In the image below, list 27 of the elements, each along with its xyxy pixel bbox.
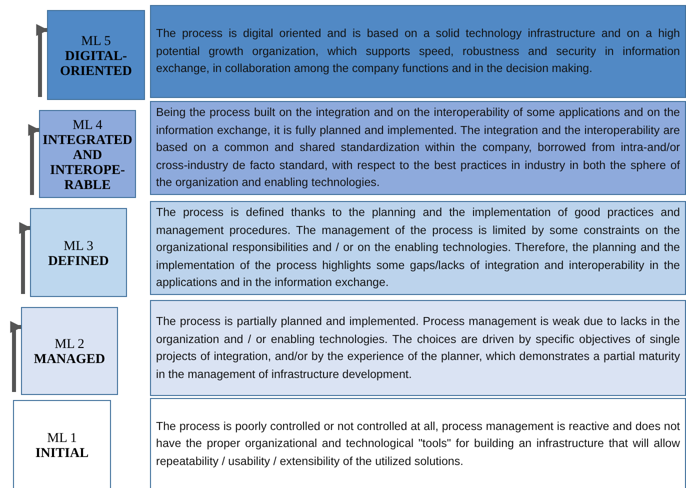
bent-arrow (10, 321, 22, 392)
level-number: ML 2 (54, 336, 84, 351)
description-text: The process is defined thanks to the planning and the implementation of good practices and management procedures. The management of the process is limited by some constraints on the organizational responsibilities and / or on the enabling technologies. Therefore, the planning and the implementation of the process highlights some gaps/lacks of integration and interoperability in the applications and in the information exchange. (156, 205, 680, 292)
description-text: The process is poorly controlled or not controlled at all, process management is reactive and does not have the proper organizational and technological "tools" for building an infrastructure that will allow repeatability / usability / extensibility of the utilized solutions. (156, 418, 680, 470)
level-box (13, 400, 111, 488)
description-box (150, 5, 686, 98)
level-name: MANAGED (34, 351, 106, 366)
level-box (30, 208, 127, 297)
level-name: DIGITAL-ORIENTED (58, 48, 133, 78)
level-number: ML 3 (64, 238, 94, 252)
level-box (39, 110, 136, 198)
description-text: The process is digital oriented and is based on a solid technology infrastructure and on a high potential growth organization, which supports speed, robustness and security in information exchange, in collaboration among the company functions and in the decision making. (156, 26, 680, 78)
level-number: ML 1 (47, 430, 77, 445)
level-number: ML 4 (72, 116, 102, 132)
level-number: ML 5 (81, 32, 111, 48)
level-name: DEFINED (48, 252, 109, 268)
bent-arrow (19, 222, 32, 294)
bent-arrow (36, 24, 48, 97)
description-text: Being the process built on the integration and on the interoperability of some applications and on the information exchange, it is fully planned and implemented. The integration and the interoperability are based on a common and shared standardization within the company, borrowed from intra-and/or cross-industry de facto standard, with respect to the best practices in industry in both the sphere of the organization and enabling technologies. (156, 105, 680, 192)
description-box (150, 300, 686, 396)
description-box (150, 398, 686, 488)
level-box (21, 307, 118, 395)
description-text: The process is partially planned and implemented. Process management is weak due to lacks in the organization and / or enabling technologies. The choices are driven by specific objectives of single projects of integration, and/or by the experience of the planner, which demonstrates a partial maturity in the management of infrastructure development. (156, 314, 680, 382)
level-name: INITIAL (35, 445, 89, 460)
level-box (47, 10, 145, 100)
level-name: INTEGRATED AND INTEROPE-RABLE (42, 132, 134, 192)
bent-arrow (28, 124, 40, 195)
